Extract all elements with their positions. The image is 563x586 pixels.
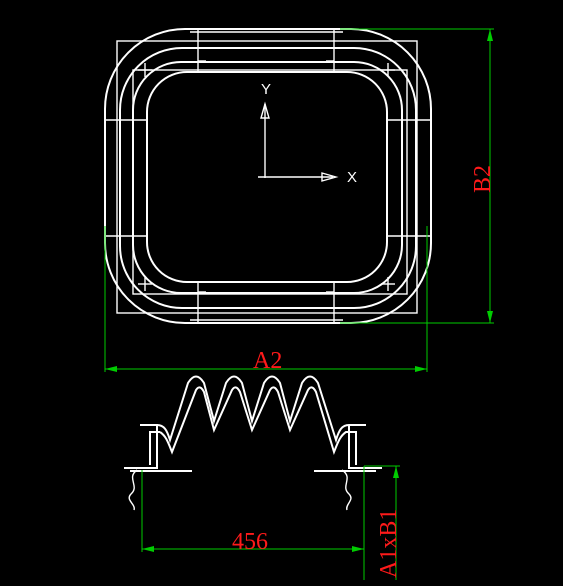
dim456-arrow-left-icon [142,546,154,552]
y-axis-label: Y [261,81,271,98]
middle-rounded-ring [119,47,417,309]
bellows-inner-profile [130,386,376,472]
outer-rounded-outline [104,28,432,324]
dim456-arrow-right-icon [352,546,364,552]
dim456-label: 456 [232,529,268,555]
dimension-a2: A2 [104,226,428,374]
opening-outline [146,71,388,283]
a2-arrow-right-icon [415,366,427,372]
section-view [124,375,382,511]
b2-arrow-bottom-icon [487,311,493,323]
break-line-right [341,469,352,511]
b2-label: B2 [470,165,496,193]
dimension-456: 456 [141,470,365,555]
ucs-axis-icon: Y X [258,81,357,186]
a1xb1-label: A1xB1 [376,509,402,578]
y-axis-arrow-icon [260,101,270,119]
b2-arrow-top-icon [487,29,493,41]
dimension-b2: B2 [340,28,496,324]
a2-arrow-left-icon [105,366,117,372]
bellows-outer-profile [124,375,382,469]
break-line-left [128,469,138,511]
dimension-a1xb1: A1xB1 [363,465,402,580]
inner-rounded-ring [132,61,403,294]
inner-square-frame [132,69,408,295]
a2-label: A2 [253,348,282,374]
x-axis-label: X [347,169,357,186]
top-view [104,28,432,324]
a1xb1-arrow-top-icon [393,466,399,478]
x-axis-arrow-icon [321,172,339,182]
